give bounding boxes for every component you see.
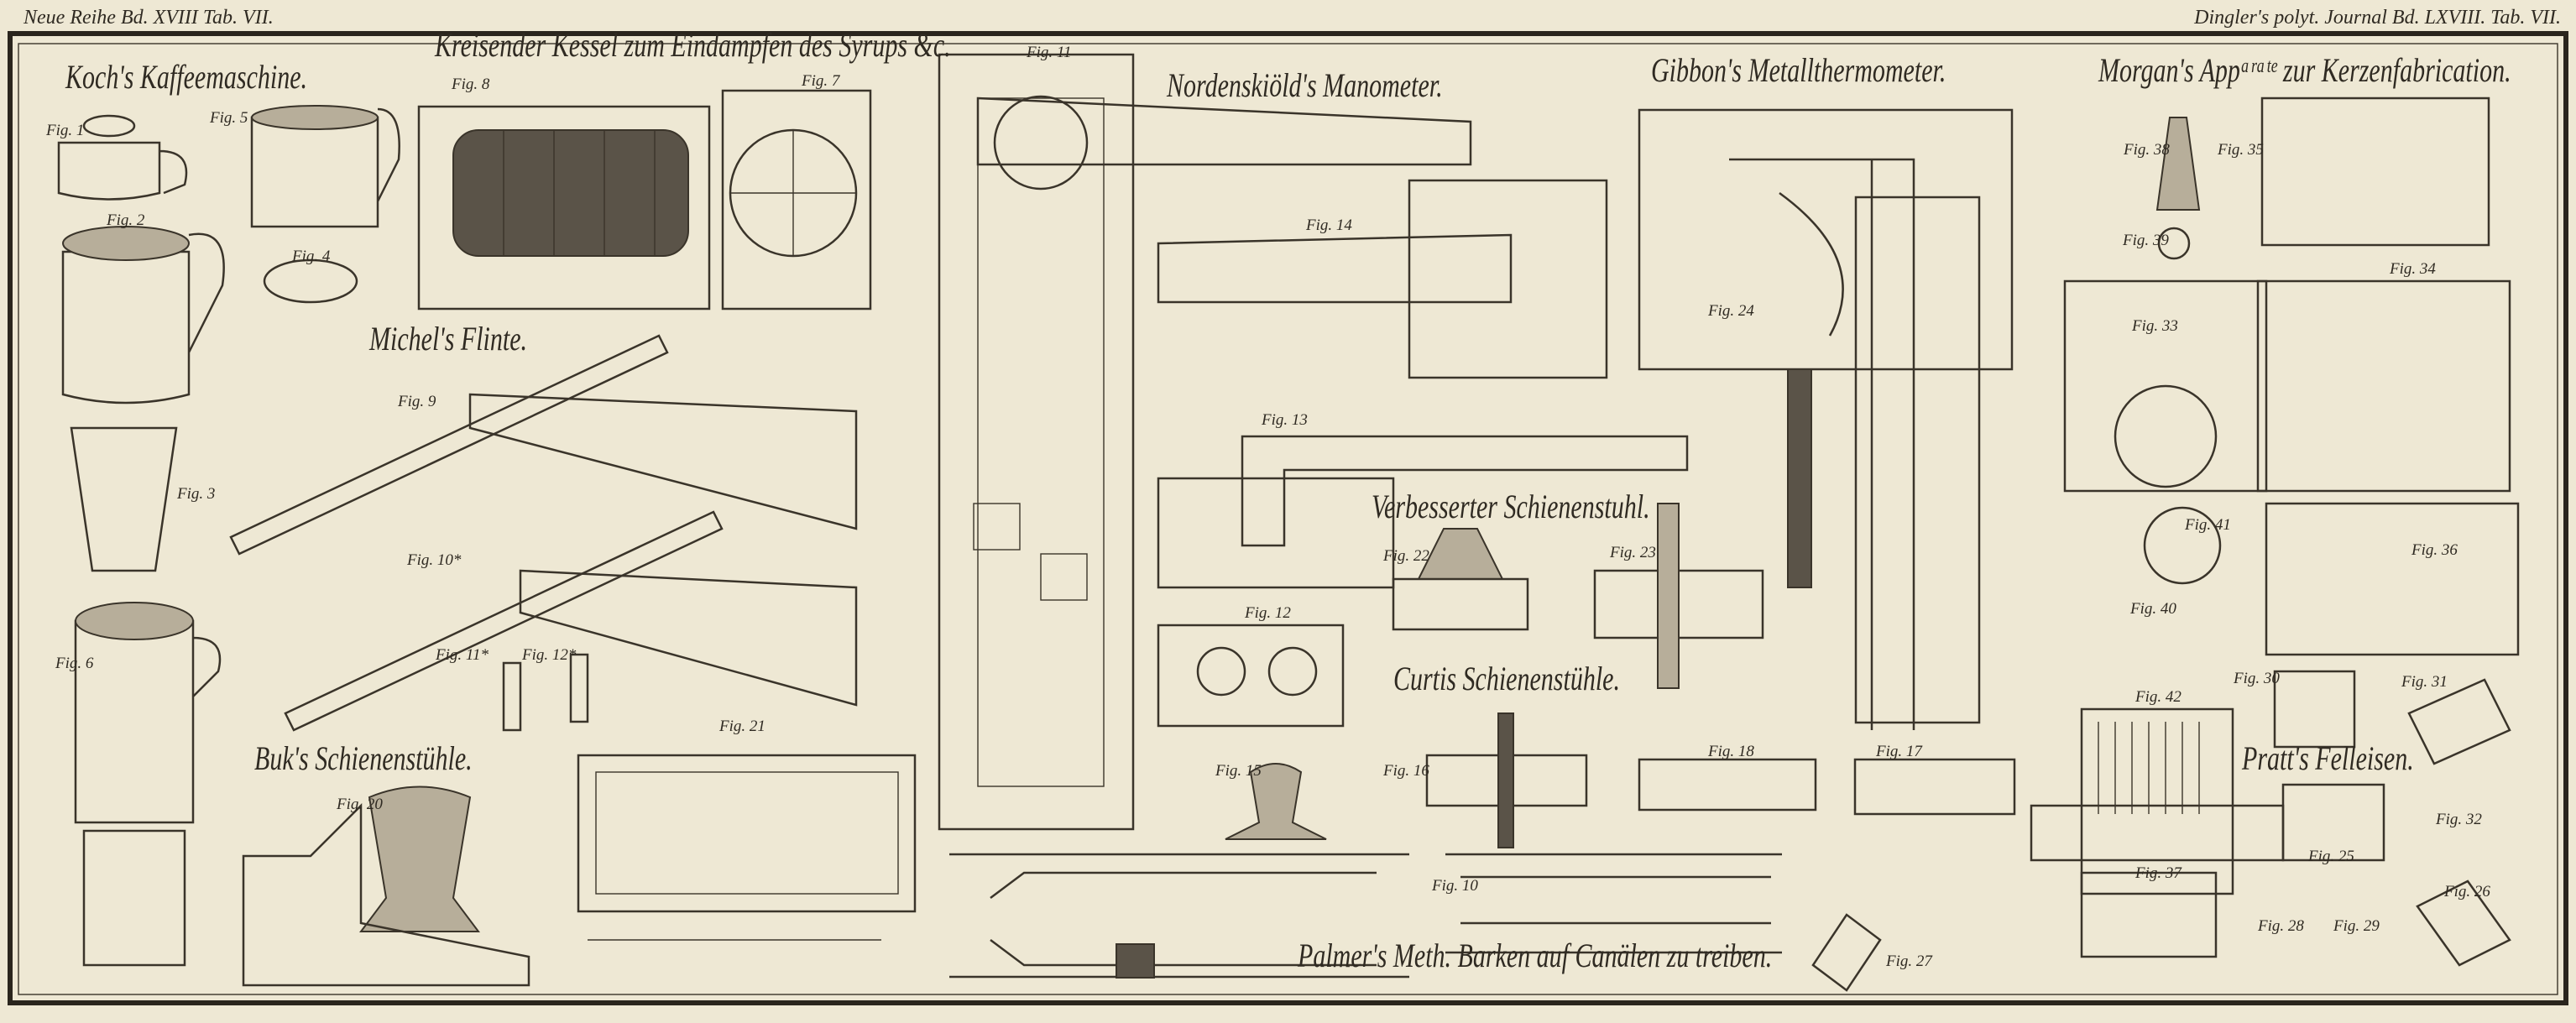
figure-label: Fig. 40 [2130, 600, 2176, 618]
title-manometer: Nordenskiöld's Manometer. [1167, 66, 1443, 104]
plate-frame [8, 31, 2568, 1005]
title-schienenstuhl: Verbesserter Schienenstuhl. [1372, 488, 1650, 525]
figure-label: Fig. 11 [1027, 44, 1072, 61]
figure-label: Fig. 26 [2444, 883, 2490, 900]
fig21-drawing [577, 754, 917, 941]
title-morgan: Morgan's Appᵃʳᵃᵗᵉ zur Kerzenfabrication. [2098, 51, 2511, 89]
figure-label: Fig. 17 [1876, 743, 1922, 760]
figure-label: Fig. 23 [1610, 544, 1656, 561]
figure-label: Fig. 4 [292, 248, 331, 265]
figure-label: Fig. 38 [2124, 141, 2170, 159]
figure-label: Fig. 36 [2411, 541, 2458, 559]
figure-label: Fig. 5 [210, 109, 248, 127]
title-koch: Koch's Kaffeemaschine. [65, 58, 308, 96]
figure-label: Fig. 39 [2123, 232, 2169, 249]
figure-label: Fig. 33 [2132, 317, 2178, 335]
figure-label: Fig. 12 [1245, 604, 1291, 622]
figure-label: Fig. 29 [2333, 917, 2380, 935]
figure-label: Fig. 20 [337, 796, 383, 813]
figure-label: Fig. 13 [1262, 411, 1308, 429]
figure-label: Fig. 12* [522, 646, 577, 664]
header-left: Neue Reihe Bd. XVIII Tab. VII. [24, 7, 274, 29]
figure-label: Fig. 30 [2234, 670, 2280, 687]
figure-label: Fig. 14 [1306, 217, 1352, 234]
kessel-drawings [417, 89, 872, 311]
michel-flinte-drawings [229, 334, 858, 732]
figure-label: Fig. 6 [55, 655, 94, 672]
figure-label: Fig. 2 [107, 211, 145, 229]
figure-label: Fig. 22 [1383, 547, 1429, 565]
figure-label: Fig. 21 [719, 718, 765, 735]
rail-chair-drawings [242, 503, 2016, 987]
header-right: Dingler's polyt. Journal Bd. LXVIII. Tab… [2194, 7, 2561, 29]
figure-label: Fig. 10 [1432, 877, 1478, 895]
figure-label: Fig. 31 [2401, 673, 2448, 691]
title-buk: Buk's Schienenstühle. [254, 739, 473, 777]
figure-label: Fig. 25 [2308, 848, 2354, 865]
title-pratt: Pratt's Felleisen. [2242, 739, 2414, 777]
coffee-machine-drawings [57, 105, 400, 967]
figure-label: Fig. 8 [452, 76, 490, 93]
figure-label: Fig. 32 [2436, 811, 2482, 828]
figure-label: Fig. 3 [177, 485, 216, 503]
title-flinte: Michel's Flinte. [369, 320, 528, 358]
figure-label: Fig. 42 [2135, 688, 2182, 706]
figure-label: Fig. 1 [46, 122, 85, 139]
figure-label: Fig. 16 [1383, 762, 1429, 780]
title-palmer: Palmer's Meth. Barken auf Canälen zu tre… [1298, 937, 1773, 974]
title-curtis: Curtis Schienenstühle. [1393, 660, 1620, 697]
figure-label: Fig. 11* [436, 646, 489, 664]
figure-label: Fig. 37 [2135, 864, 2182, 882]
figure-label: Fig. 10* [407, 551, 462, 569]
figure-label: Fig. 7 [802, 72, 840, 90]
morgan-candle-drawings [1811, 97, 2520, 992]
figure-label: Fig. 28 [2258, 917, 2304, 935]
figure-label: Fig. 41 [2185, 516, 2231, 534]
figure-label: Fig. 9 [398, 393, 436, 410]
thermometer-drawings [1638, 108, 2014, 730]
figure-label: Fig. 18 [1708, 743, 1754, 760]
figure-label: Fig. 27 [1886, 953, 1932, 970]
figure-label: Fig. 15 [1215, 762, 1262, 780]
figure-label: Fig. 34 [2390, 260, 2436, 278]
title-kessel: Kreisender Kessel zum Eindampfen des Syr… [435, 26, 951, 64]
figure-label: Fig. 35 [2218, 141, 2264, 159]
palmer-canal-drawings [949, 853, 1782, 979]
figure-label: Fig. 24 [1708, 302, 1754, 320]
manometer-drawings [938, 53, 1689, 831]
title-thermometer: Gibbon's Metallthermometer. [1651, 51, 1946, 89]
